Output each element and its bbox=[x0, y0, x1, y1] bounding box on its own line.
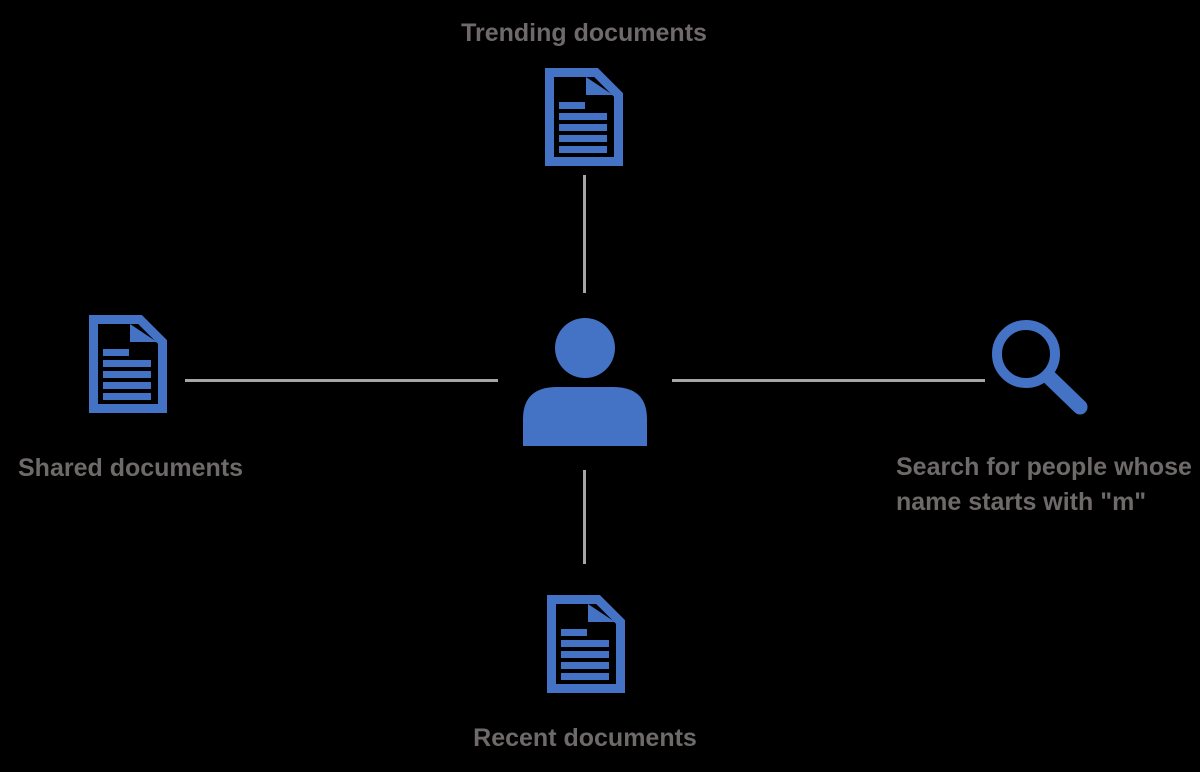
recent-documents-label: Recent documents bbox=[473, 724, 697, 752]
document-icon bbox=[89, 315, 167, 413]
trending-documents-label: Trending documents bbox=[461, 19, 707, 47]
connector-right bbox=[672, 379, 985, 382]
shared-documents-label: Shared documents bbox=[18, 454, 244, 482]
search-people-label: Search for people whose name starts with… bbox=[896, 450, 1192, 520]
connector-bottom bbox=[583, 470, 586, 564]
person-icon bbox=[523, 318, 647, 448]
search-icon bbox=[990, 318, 1094, 422]
connector-top bbox=[583, 175, 586, 293]
search-people-label-line1: Search for people whose bbox=[896, 453, 1192, 481]
document-icon bbox=[545, 68, 623, 166]
document-icon bbox=[547, 595, 625, 693]
connector-left bbox=[185, 379, 498, 382]
search-people-label-line2: name starts with "m" bbox=[896, 488, 1147, 516]
